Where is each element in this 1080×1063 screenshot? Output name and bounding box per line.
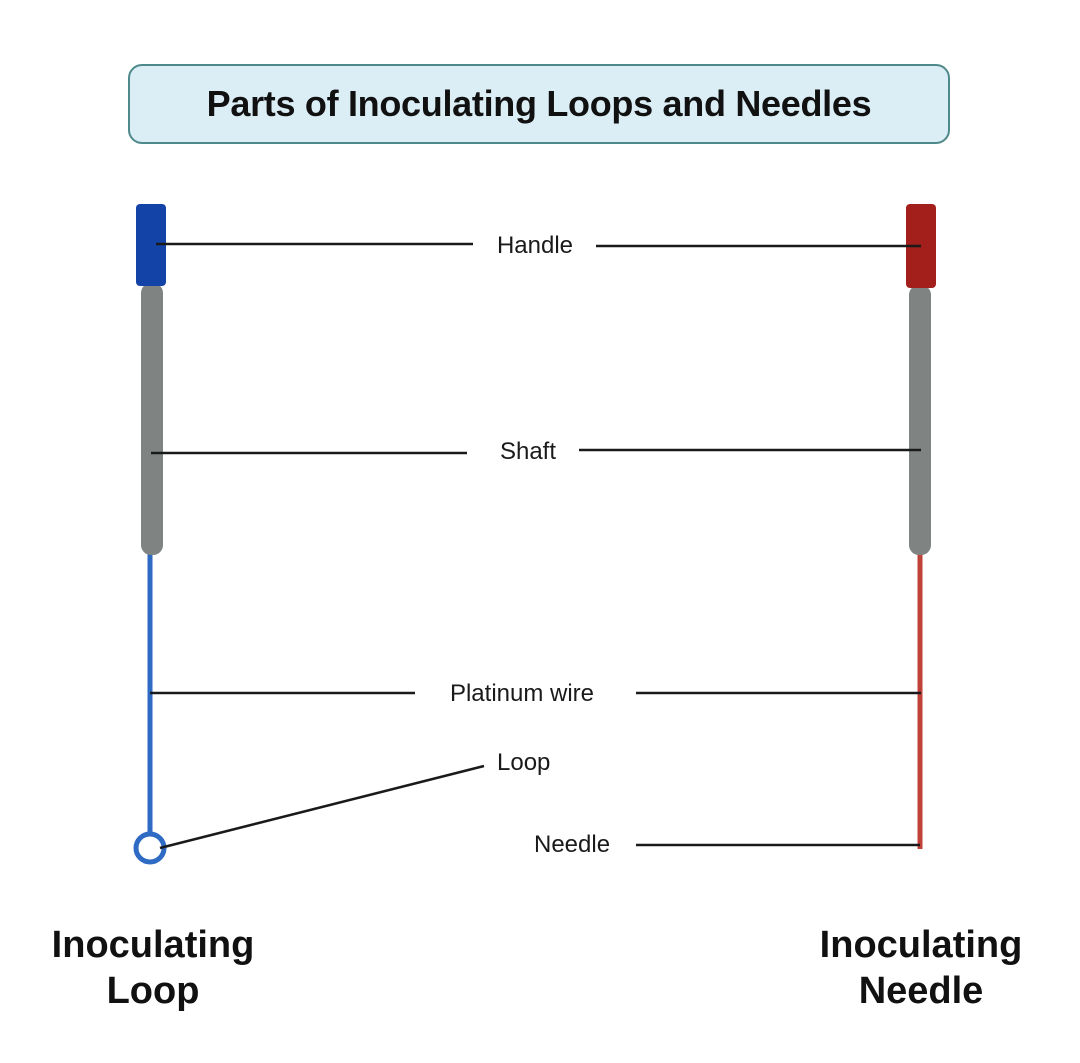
caption-inoculating-needle: Inoculating Needle (791, 922, 1051, 1014)
inoculating-loop (133, 204, 167, 865)
label-handle: Handle (497, 232, 573, 259)
label-needle: Needle (534, 831, 610, 858)
caption-inoculating-loop: Inoculating Loop (23, 922, 283, 1014)
leader-lines (150, 242, 921, 850)
title-box: Parts of Inoculating Loops and Needles (128, 64, 950, 144)
inoculating-needle (906, 204, 936, 849)
label-platinum-wire: Platinum wire (450, 680, 594, 707)
label-shaft: Shaft (500, 438, 556, 465)
needle-shaft (909, 285, 931, 555)
loop-shaft (141, 283, 163, 555)
loop-leader (159, 764, 485, 850)
caption-loop-line1: Inoculating (51, 924, 255, 966)
diagram-title: Parts of Inoculating Loops and Needles (206, 83, 872, 124)
caption-loop-line2: Loop (106, 970, 200, 1012)
loop-ring (133, 831, 167, 865)
loop-handle (136, 204, 166, 286)
caption-needle-line1: Inoculating (819, 924, 1023, 966)
caption-needle-line2: Needle (858, 970, 984, 1012)
label-loop: Loop (497, 749, 550, 776)
